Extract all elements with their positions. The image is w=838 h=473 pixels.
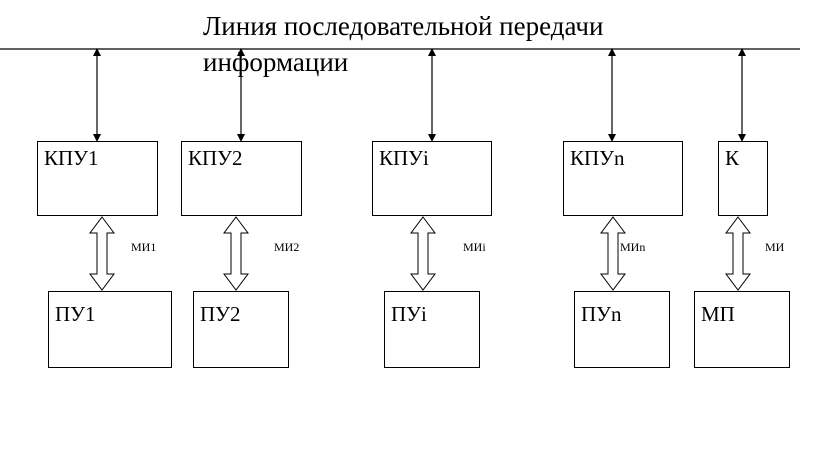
controller-label: КПУ1 (44, 146, 99, 170)
bus-title-line2: информации (203, 47, 349, 77)
interface-arrow-2 (223, 216, 249, 291)
device-label: МП (701, 302, 735, 326)
device-box-pu2: ПУ2 (193, 291, 289, 368)
controller-box-kpu2: КПУ2 (181, 141, 302, 216)
controller-label: К (725, 146, 740, 170)
controller-box-kpui: КПУi (372, 141, 492, 216)
interface-label-min: МИn (620, 240, 646, 254)
device-label: ПУ2 (200, 302, 241, 326)
device-label: ПУi (391, 302, 427, 326)
controller-box-kpu1: КПУ1 (37, 141, 158, 216)
device-box-pui: ПУi (384, 291, 480, 368)
interface-arrow-5 (725, 216, 751, 291)
controller-label: КПУn (570, 146, 625, 170)
controller-label: КПУ2 (188, 146, 243, 170)
bus-title: Линия последовательной передачи информац… (203, 8, 603, 80)
interface-arrows (89, 216, 751, 291)
interface-label-mii: МИi (463, 240, 486, 254)
device-label: ПУ1 (55, 302, 96, 326)
interface-label-mi: МИ (765, 240, 785, 254)
device-box-mp: МП (694, 291, 790, 368)
interface-arrow-4 (600, 216, 626, 291)
bus-connection-arrows (93, 48, 746, 142)
controller-label: КПУi (379, 146, 429, 170)
interface-arrow-1 (89, 216, 115, 291)
device-box-pu1: ПУ1 (48, 291, 172, 368)
interface-label-mi1: МИ1 (131, 240, 157, 254)
device-box-pun: ПУn (574, 291, 670, 368)
controller-box-kpun: КПУn (563, 141, 683, 216)
interface-label-mi2: МИ2 (274, 240, 300, 254)
bus-title-line1: Линия последовательной передачи (203, 11, 604, 41)
device-label: ПУn (581, 302, 622, 326)
interface-arrow-3 (410, 216, 436, 291)
controller-box-k: К (718, 141, 768, 216)
